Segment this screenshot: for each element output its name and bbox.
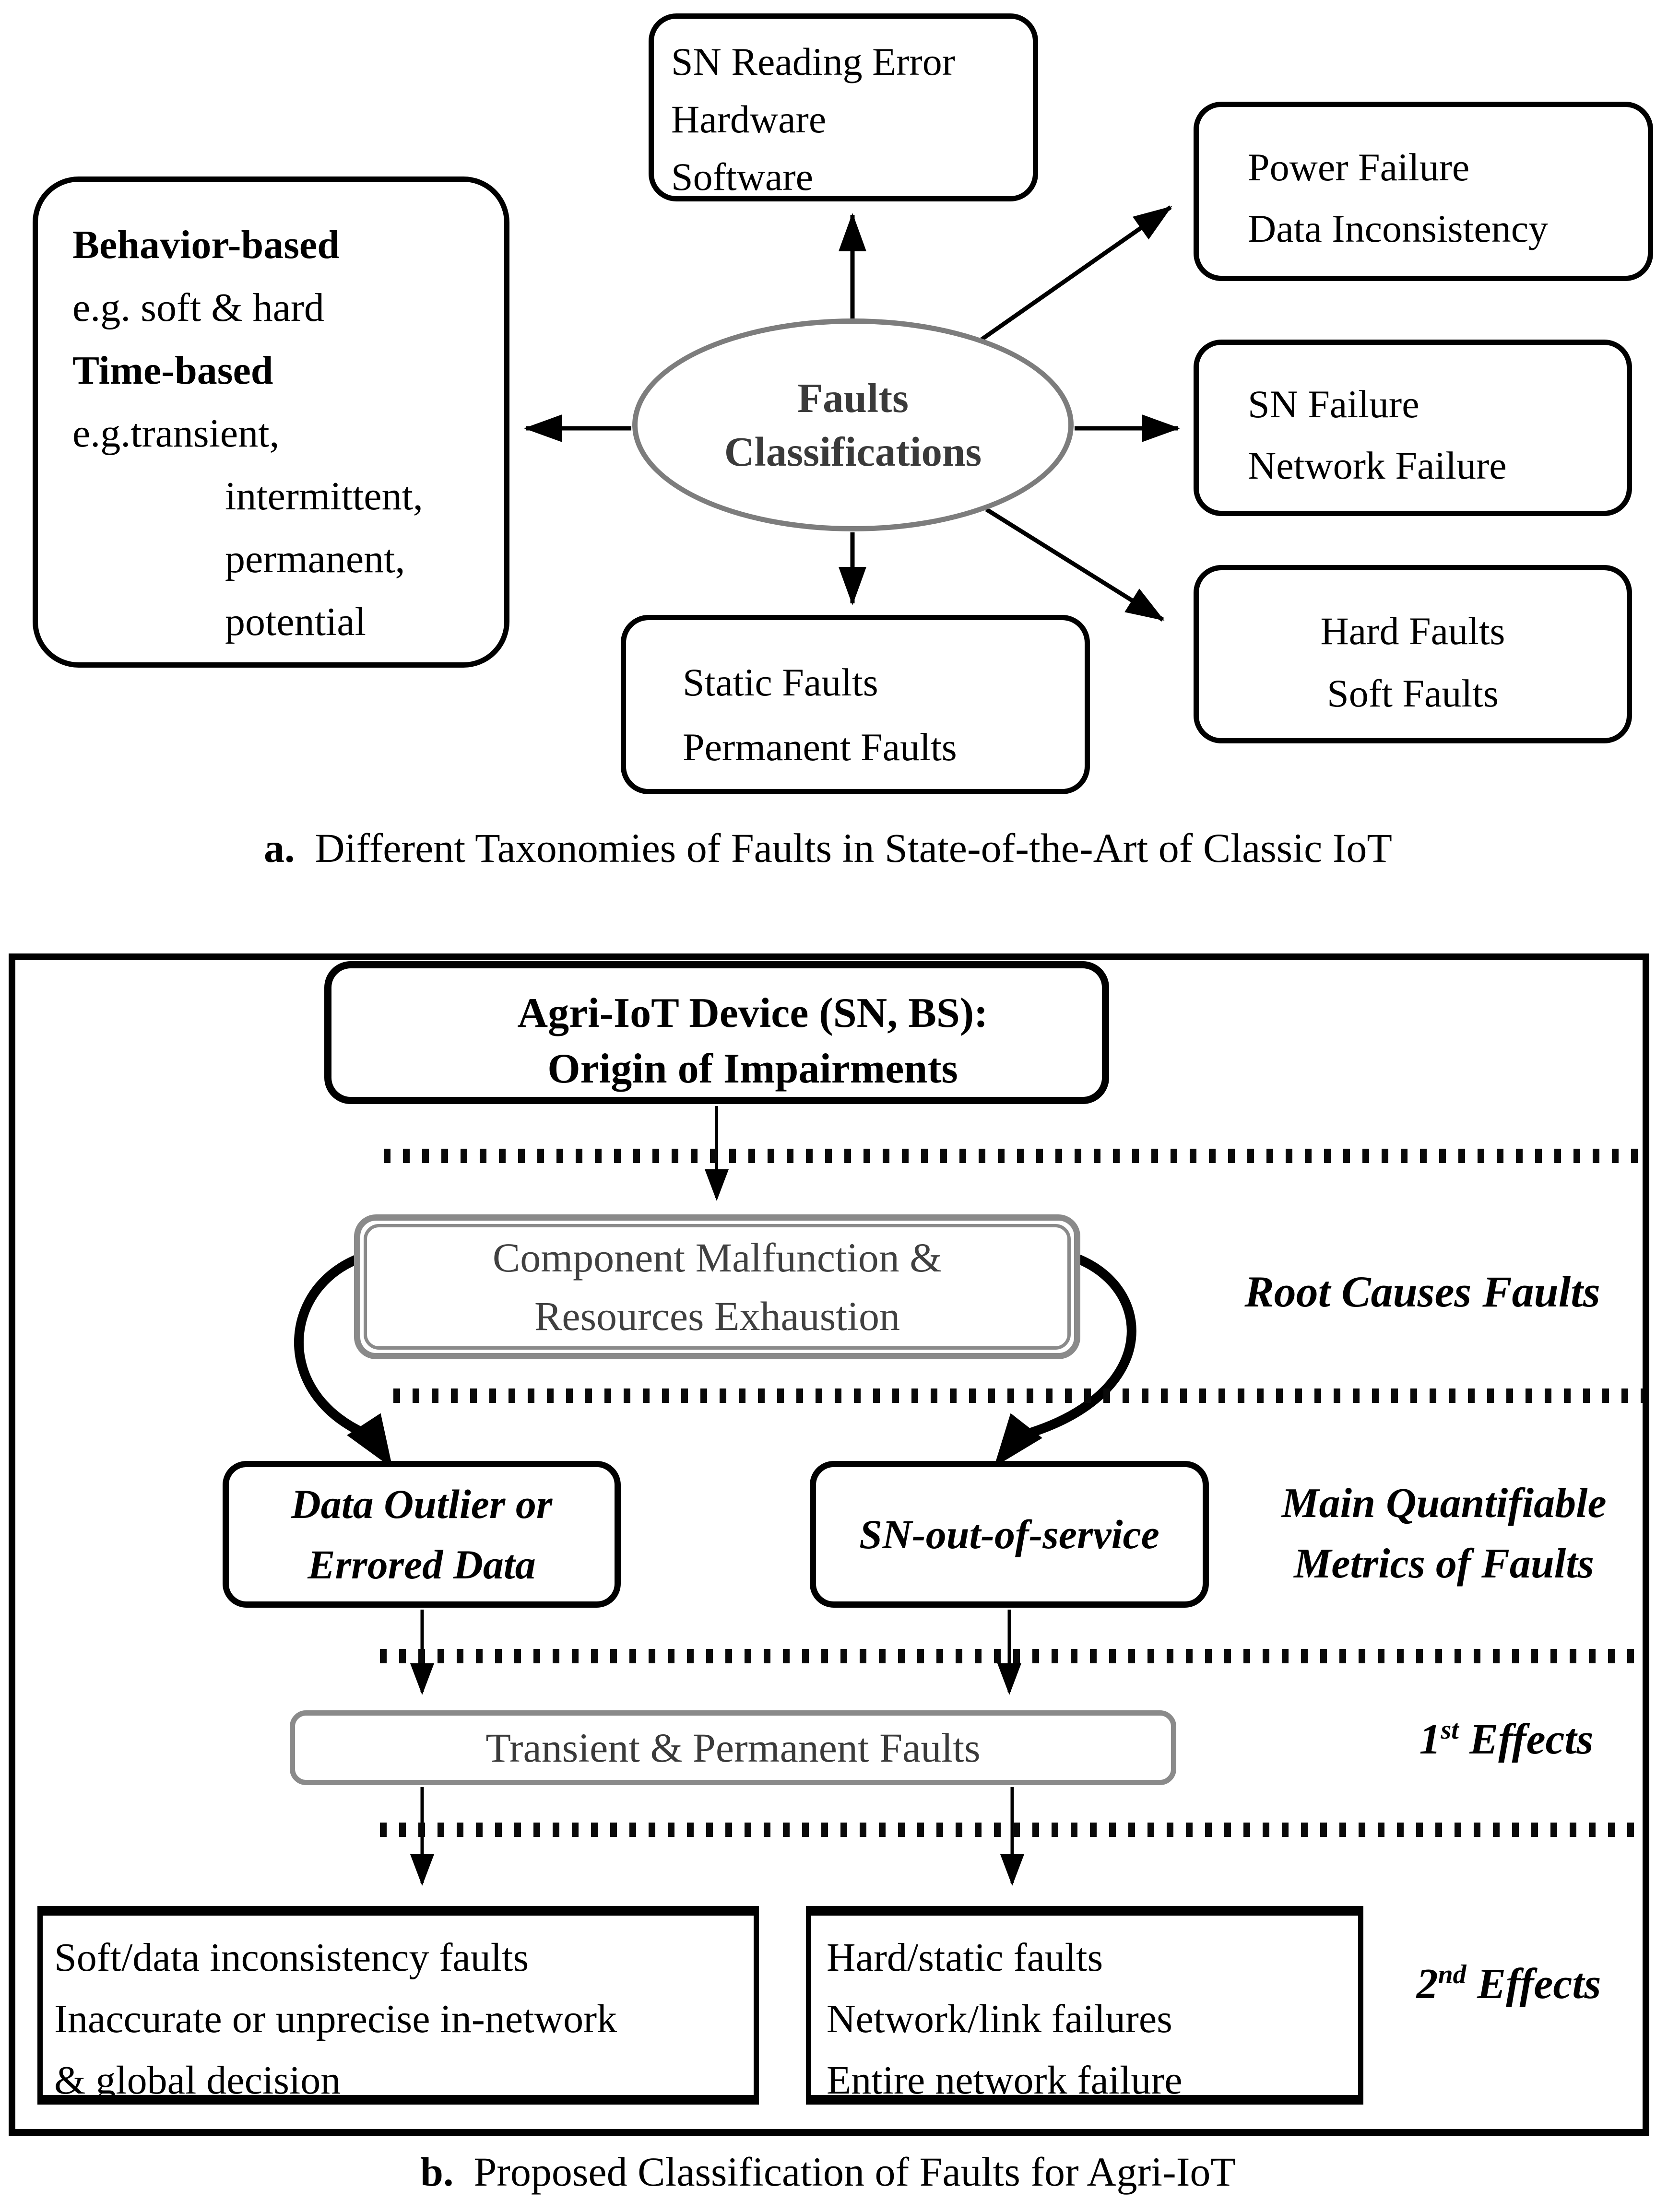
box-transient-permanent: Transient & Permanent Faults — [290, 1710, 1176, 1785]
box-line: Soft/data inconsistency faults — [54, 1935, 529, 1980]
box-component-inner-border: Component Malfunction & Resources Exhaus… — [364, 1224, 1071, 1350]
panel-b-frame — [9, 953, 1649, 2136]
caption-a-text: Different Taxonomies of Faults in State-… — [315, 825, 1392, 871]
caption-a-prefix: a. — [264, 825, 295, 871]
box-line: Entire network failure — [827, 2058, 1183, 2103]
caption-panel-a: a. Different Taxonomies of Faults in Stat… — [0, 824, 1656, 872]
box-line: intermittent, — [225, 474, 423, 518]
box-line: Software — [671, 155, 814, 199]
caption-b-prefix: b. — [420, 2149, 454, 2195]
ellipse-line: Classifications — [724, 428, 982, 475]
box-line: Transient & Permanent Faults — [485, 1725, 981, 1771]
caption-panel-b: b. Proposed Classification of Faults for … — [0, 2148, 1656, 2196]
box-power-failure: Power Failure Data Inconsistency — [1194, 102, 1653, 281]
ellipse-faults-classifications: Faults Classifications — [632, 318, 1074, 531]
box-line: & global decision — [54, 2058, 341, 2103]
arrow-ellipse-to-power — [977, 205, 1172, 343]
box-line: Static Faults — [683, 660, 878, 704]
label-line: Metrics of Faults — [1294, 1541, 1594, 1587]
box-line: Time-based — [72, 348, 273, 393]
dotted-separator-1 — [384, 1149, 1643, 1163]
box-line: Errored Data — [308, 1541, 536, 1588]
caption-b-text: Proposed Classification of Faults for Ag… — [473, 2149, 1236, 2195]
box-sn-out-of-service: SN-out-of-service — [810, 1461, 1209, 1608]
label-line: Main Quantifiable — [1281, 1480, 1607, 1527]
box-line: Behavior-based — [72, 223, 340, 267]
box-line: SN Failure — [1248, 382, 1419, 426]
ellipse-line: Faults — [797, 375, 909, 421]
box-component-malfunction: Component Malfunction & Resources Exhaus… — [354, 1214, 1080, 1359]
box-line: Permanent Faults — [683, 725, 957, 769]
box-line: Agri-IoT Device (SN, BS): — [517, 990, 988, 1036]
arrow-ellipse-to-hardsoft — [985, 507, 1165, 622]
effects-word: Effects — [1477, 1960, 1601, 2008]
box-line: Soft Faults — [1327, 671, 1499, 715]
box-soft-data-effects: Soft/data inconsistency faults Inaccurat… — [37, 1906, 759, 2105]
box-line: Network Failure — [1248, 444, 1507, 487]
box-line: Component Malfunction & — [492, 1235, 942, 1281]
box-line: Origin of Impairments — [547, 1046, 958, 1092]
ordinal-number: 2 — [1416, 1960, 1438, 2008]
box-line: Hardware — [671, 97, 827, 141]
ordinal-suffix: nd — [1438, 1960, 1467, 1989]
label-second-effects: 2nd Effects — [1372, 1959, 1645, 2009]
box-line: SN-out-of-service — [859, 1511, 1159, 1557]
box-line: potential — [225, 600, 366, 644]
box-line: Resources Exhaustion — [534, 1293, 900, 1339]
ordinal-number: 1 — [1419, 1716, 1441, 1763]
box-line: Inaccurate or unprecise in-network — [54, 1997, 617, 2041]
box-line: Network/link failures — [827, 1997, 1172, 2041]
label-root-causes-faults: Root Causes Faults — [1244, 1267, 1600, 1316]
box-line: Hard Faults — [1320, 609, 1505, 653]
box-sn-reading-error: SN Reading Error Hardware Software — [649, 13, 1038, 201]
label-first-effects: 1st Effects — [1372, 1715, 1641, 1764]
box-line: Data Outlier or — [291, 1481, 553, 1527]
box-line: SN Reading Error — [671, 40, 956, 83]
box-sn-failure: SN Failure Network Failure — [1194, 340, 1632, 516]
box-line: e.g. soft & hard — [72, 285, 324, 330]
effects-word: Effects — [1469, 1716, 1594, 1763]
box-static-permanent-faults: Static Faults Permanent Faults — [621, 615, 1090, 794]
dotted-separator-3 — [380, 1649, 1643, 1663]
dotted-separator-4 — [380, 1823, 1643, 1837]
box-line: e.g.transient, — [72, 411, 280, 456]
box-behavior-time-based: Behavior-based e.g. soft & hard Time-bas… — [33, 176, 509, 668]
box-hard-static-effects: Hard/static faults Network/link failures… — [806, 1906, 1363, 2105]
ordinal-suffix: st — [1441, 1715, 1459, 1745]
label-main-quantifiable-metrics: Main Quantifiable Metrics of Faults — [1228, 1473, 1656, 1594]
box-hard-soft-faults: Hard Faults Soft Faults — [1194, 565, 1632, 743]
box-agri-iot-device: Agri-IoT Device (SN, BS): Origin of Impa… — [324, 961, 1109, 1104]
box-data-outlier: Data Outlier or Errored Data — [223, 1461, 621, 1608]
box-line: permanent, — [225, 537, 405, 581]
dotted-separator-2 — [393, 1388, 1643, 1403]
box-line: Power Failure — [1248, 145, 1470, 189]
box-line: Data Inconsistency — [1248, 207, 1549, 250]
box-line: Hard/static faults — [827, 1935, 1103, 1980]
